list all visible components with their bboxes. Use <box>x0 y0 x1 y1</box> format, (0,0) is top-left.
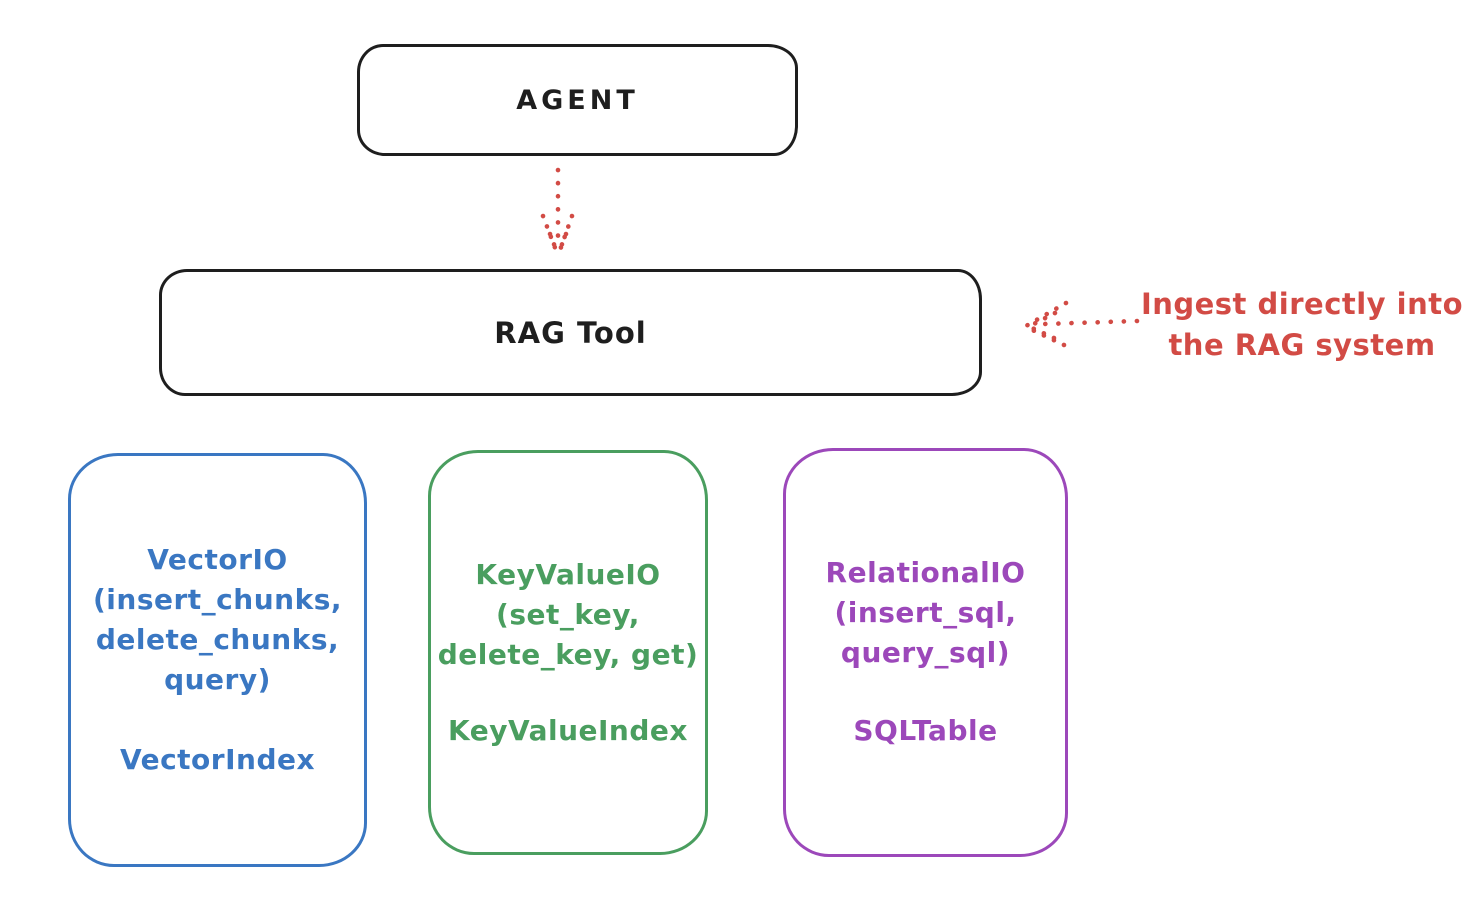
method-line: VectorIO <box>147 543 288 576</box>
method-line: (insert_chunks, <box>93 583 342 616</box>
rag-tool-box: RAG Tool <box>159 269 982 396</box>
method-line: query) <box>164 663 271 696</box>
method-line: delete_chunks, <box>95 623 340 656</box>
agent-box-label: AGENT <box>516 84 639 116</box>
annotation-line-1: Ingest directly into <box>1140 287 1464 321</box>
method-line: (insert_sql, <box>834 596 1017 629</box>
relational-io-box: RelationalIO (insert_sql, query_sql) SQL… <box>783 448 1068 857</box>
sql-table-label: SQLTable <box>853 714 998 747</box>
vector-io-methods: VectorIO (insert_chunks, delete_chunks, … <box>71 540 364 700</box>
relational-io-methods: RelationalIO (insert_sql, query_sql) <box>786 553 1065 673</box>
method-line: delete_key, get) <box>437 638 699 671</box>
agent-box: AGENT <box>357 44 798 156</box>
method-line: KeyValueIO <box>475 558 661 591</box>
method-line: query_sql) <box>840 636 1011 669</box>
rag-tool-box-label: RAG Tool <box>494 315 647 350</box>
method-line: RelationalIO <box>825 556 1026 589</box>
keyvalue-io-box: KeyValueIO (set_key, delete_key, get) Ke… <box>428 450 708 855</box>
annotation-line-2: the RAG system <box>1168 328 1436 362</box>
keyvalue-io-methods: KeyValueIO (set_key, delete_key, get) <box>431 555 705 675</box>
annotation-text: Ingest directly into the RAG system <box>1127 284 1477 366</box>
vector-io-box: VectorIO (insert_chunks, delete_chunks, … <box>68 453 367 867</box>
agent-to-ragtool-arrow <box>540 167 575 256</box>
method-line: (set_key, <box>496 598 640 631</box>
vector-index-label: VectorIndex <box>119 743 316 776</box>
annotation-arrow <box>1023 300 1140 348</box>
keyvalue-index-label: KeyValueIndex <box>448 714 688 747</box>
